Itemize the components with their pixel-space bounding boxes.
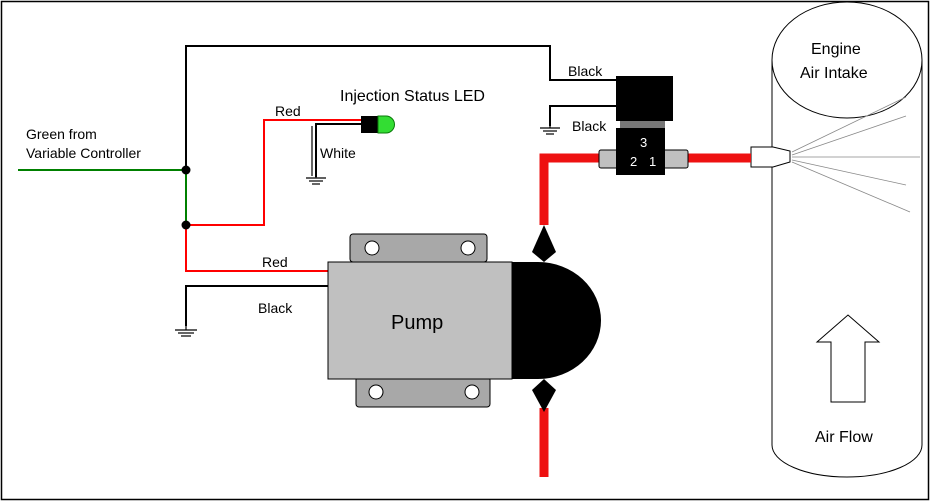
pump-red-wire-label: Red bbox=[262, 254, 288, 270]
wire-black-top bbox=[185, 45, 616, 170]
pump-inlet-fitting bbox=[532, 379, 556, 412]
pump bbox=[327, 225, 602, 412]
wire-black-pump-ground bbox=[185, 285, 328, 326]
pump-label: Pump bbox=[391, 312, 443, 334]
led-white-wire-label: White bbox=[320, 145, 356, 161]
intake-cylinder-top bbox=[771, 1, 923, 119]
wire-black-valve-ground bbox=[549, 105, 616, 126]
led-red-wire-label: Red bbox=[275, 103, 301, 119]
wire-red-led bbox=[186, 119, 361, 226]
fluid-hose bbox=[539, 153, 751, 477]
status-led-icon bbox=[361, 115, 395, 134]
valve-collar bbox=[620, 121, 665, 128]
air-flow-arrow-icon bbox=[815, 314, 881, 403]
valve-coil bbox=[616, 76, 673, 121]
air-flow-label: Air Flow bbox=[815, 429, 873, 446]
pump-black-wire-label: Black bbox=[258, 300, 293, 316]
valve-black-wire-label-top: Black bbox=[568, 63, 603, 79]
solenoid-valve bbox=[598, 76, 689, 175]
wires-green bbox=[18, 169, 187, 225]
valve-port-3: 3 bbox=[640, 135, 647, 150]
intake-cylinder-body bbox=[771, 60, 923, 478]
wire-red-pump bbox=[185, 225, 328, 272]
ground-icon bbox=[175, 326, 197, 337]
wire-white-led bbox=[315, 123, 361, 177]
spray-nozzle bbox=[750, 146, 791, 168]
engine-label: Engine bbox=[811, 41, 861, 58]
air-intake-label: Air Intake bbox=[800, 65, 868, 82]
wires-black bbox=[185, 45, 616, 326]
pump-head bbox=[512, 262, 602, 379]
green-wire-label-line2: Variable Controller bbox=[26, 145, 141, 161]
valve-port-2: 2 bbox=[630, 154, 637, 169]
wires-red bbox=[185, 119, 361, 272]
junction-dot bbox=[181, 165, 191, 175]
injection-led-label: Injection Status LED bbox=[340, 88, 485, 105]
valve-port-1: 1 bbox=[649, 154, 656, 169]
green-wire-label-line1: Green from bbox=[26, 126, 97, 142]
valve-body bbox=[616, 128, 665, 175]
pump-outlet-fitting bbox=[532, 225, 556, 262]
ground-icon bbox=[306, 177, 326, 185]
pump-body bbox=[327, 261, 513, 380]
ground-icon bbox=[540, 126, 560, 135]
spray-lines bbox=[791, 96, 920, 213]
valve-black-wire-label-ground: Black bbox=[572, 118, 607, 134]
junction-dot bbox=[181, 220, 191, 230]
